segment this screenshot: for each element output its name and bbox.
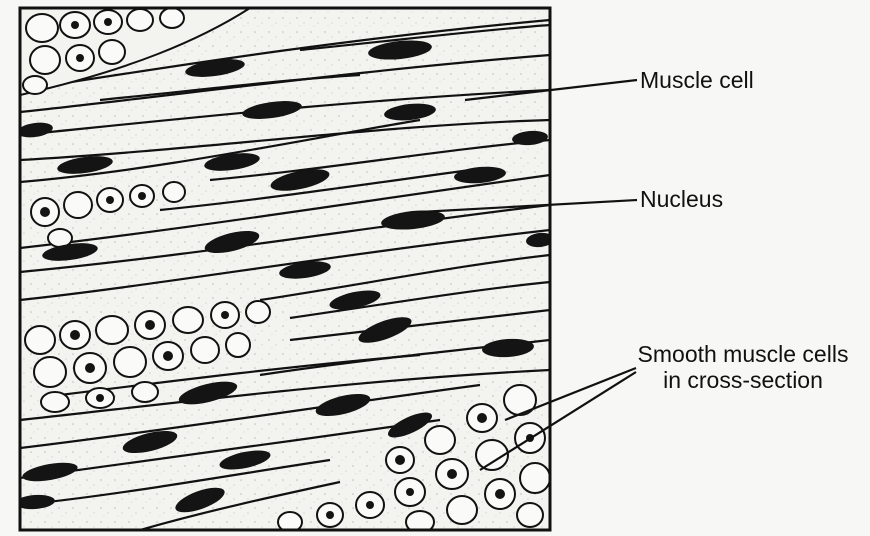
cross-section-label: Smooth muscle cells in cross-section — [624, 341, 862, 394]
nucleus-label: Nucleus — [640, 186, 723, 212]
tissue-section — [15, 8, 555, 533]
cross-section-label-line-2: in cross-section — [624, 367, 862, 393]
muscle-cell-label: Muscle cell — [640, 67, 754, 93]
cross-section-label-line-1: Smooth muscle cells — [624, 341, 862, 367]
